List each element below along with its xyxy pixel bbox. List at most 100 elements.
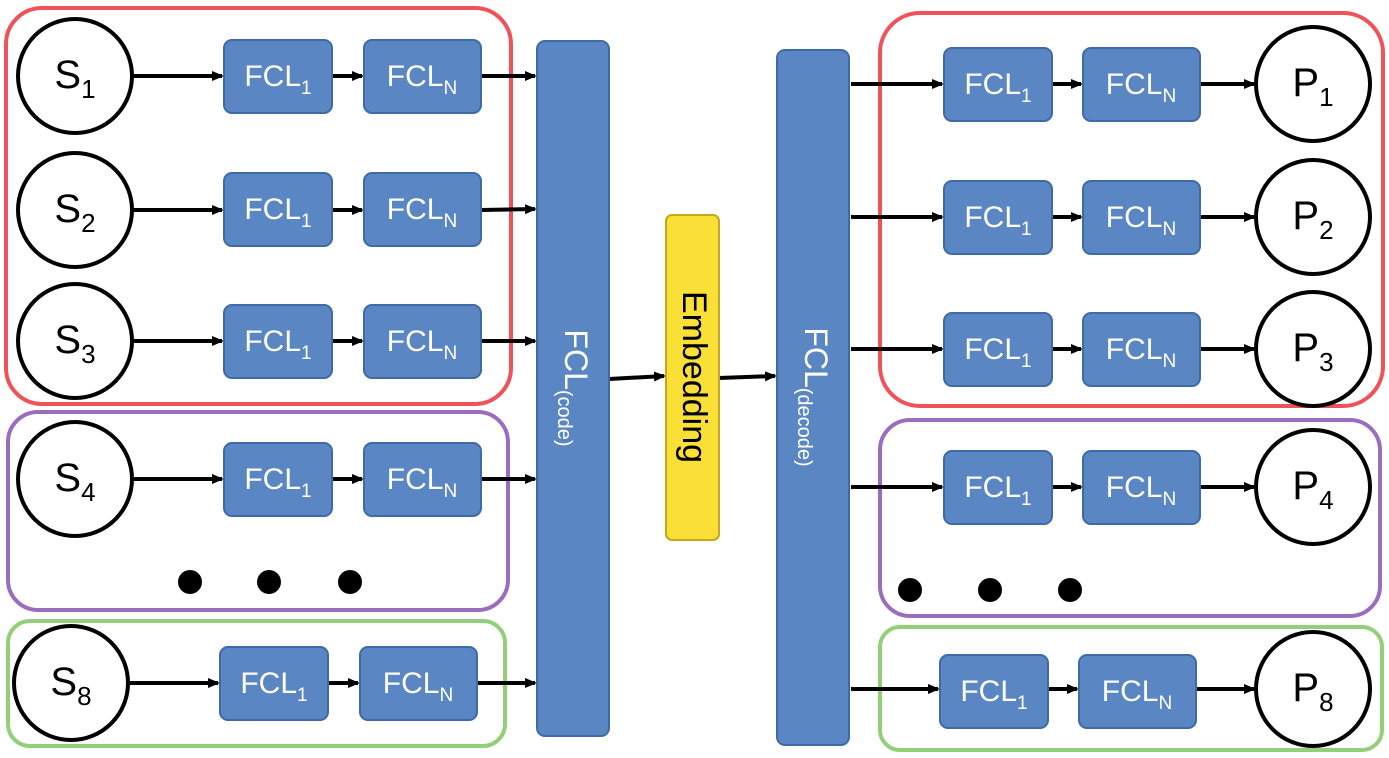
svg-text:FCLN: FCLN [1106, 333, 1176, 372]
svg-text:S1: S1 [54, 53, 95, 104]
svg-text:FCL(code): FCL(code) [553, 329, 594, 446]
output-letter: P [1292, 464, 1319, 508]
svg-text:P2: P2 [1292, 194, 1333, 245]
ellipsis-right [898, 578, 1082, 602]
svg-text:FCLN: FCLN [1106, 471, 1176, 510]
svg-text:FCL(decode): FCL(decode) [793, 327, 834, 466]
svg-text:FCL1: FCL1 [244, 193, 311, 232]
output-letter: P [1292, 194, 1319, 238]
svg-text:FCL1: FCL1 [240, 667, 307, 706]
fcl-last-block: FCLN [1078, 654, 1197, 729]
decoder-subscript: (decode) [793, 388, 815, 467]
output-node: P1 [1254, 25, 1372, 143]
connector-arrows [129, 71, 1256, 694]
output-subscript: 1 [1319, 82, 1333, 112]
group-outline-red-right [878, 11, 1385, 408]
embedding-block: Embedding [665, 214, 720, 541]
fcl-first-block: FCL1 [943, 47, 1053, 122]
input-letter: S [54, 456, 81, 500]
output-subscript: 2 [1319, 215, 1333, 245]
fcl-first-block: FCL1 [223, 304, 333, 379]
fcl-last-block: FCLN [363, 39, 482, 114]
embedding-label: Embedding [675, 291, 713, 463]
svg-text:P8: P8 [1292, 666, 1333, 717]
output-node: P4 [1254, 428, 1372, 546]
output-subscript: 3 [1319, 347, 1333, 377]
svg-text:FCLN: FCLN [387, 325, 457, 364]
svg-text:FCLN: FCLN [383, 667, 453, 706]
svg-text:P3: P3 [1292, 326, 1333, 377]
fcl-first-block: FCL1 [943, 312, 1053, 387]
fcl-last-block: FCLN [363, 304, 482, 379]
svg-text:FCL1: FCL1 [244, 325, 311, 364]
output-letter: P [1292, 666, 1319, 710]
decoder-label: FCL [798, 327, 834, 387]
connector-arrow [718, 371, 777, 382]
fcl-last-block: FCLN [1082, 450, 1201, 525]
svg-text:FCL1: FCL1 [964, 68, 1031, 107]
svg-text:S2: S2 [54, 187, 95, 238]
svg-text:FCL1: FCL1 [964, 471, 1031, 510]
svg-text:S8: S8 [50, 660, 91, 711]
output-node: P3 [1254, 290, 1372, 408]
output-subscript: 8 [1319, 687, 1333, 717]
svg-text:S4: S4 [54, 456, 95, 507]
svg-text:P4: P4 [1292, 464, 1333, 515]
fcl-first-block: FCL1 [223, 172, 333, 247]
svg-text:FCL1: FCL1 [964, 201, 1031, 240]
svg-text:FCL1: FCL1 [244, 60, 311, 99]
input-subscript: 4 [81, 477, 95, 507]
input-node: S1 [16, 17, 134, 135]
fcl-last-block: FCLN [359, 646, 478, 721]
fcl-first-block: FCL1 [223, 39, 333, 114]
input-subscript: 2 [81, 208, 95, 238]
fcl-first-block: FCL1 [943, 450, 1053, 525]
output-letter: P [1292, 61, 1319, 105]
input-node: S4 [16, 420, 134, 538]
input-letter: S [54, 187, 81, 231]
fcl-last-block: FCLN [363, 172, 482, 247]
encoder-subscript: (code) [553, 390, 575, 447]
svg-text:FCLN: FCLN [1106, 201, 1176, 240]
ellipsis-left [178, 570, 362, 594]
output-node: P8 [1254, 630, 1372, 748]
fcl-last-block: FCLN [1082, 312, 1201, 387]
input-node: S2 [16, 151, 134, 269]
svg-text:FCLN: FCLN [1102, 675, 1172, 714]
fcl-first-block: FCL1 [943, 180, 1053, 255]
input-subscript: 1 [81, 74, 95, 104]
input-node: S8 [12, 624, 130, 742]
svg-text:FCLN: FCLN [1106, 68, 1176, 107]
svg-text:FCL1: FCL1 [244, 463, 311, 502]
fcl-last-block: FCLN [1082, 180, 1201, 255]
input-letter: S [54, 53, 81, 97]
output-node: P2 [1254, 158, 1372, 276]
svg-text:FCLN: FCLN [387, 60, 457, 99]
fcl-last-block: FCLN [1082, 47, 1201, 122]
fcl-first-block: FCL1 [219, 646, 329, 721]
fcl-first-block: FCL1 [223, 442, 333, 517]
encoder-bar: FCL(code) [536, 40, 610, 737]
svg-text:FCL1: FCL1 [964, 333, 1031, 372]
output-subscript: 4 [1319, 485, 1333, 515]
svg-text:FCLN: FCLN [387, 463, 457, 502]
svg-text:S3: S3 [54, 318, 95, 369]
input-subscript: 8 [77, 681, 91, 711]
input-letter: S [50, 660, 77, 704]
connector-arrow [608, 371, 666, 382]
group-outline-red-left [4, 6, 513, 406]
svg-text:FCL1: FCL1 [960, 675, 1027, 714]
output-letter: P [1292, 326, 1319, 370]
input-letter: S [54, 318, 81, 362]
svg-text:FCLN: FCLN [387, 193, 457, 232]
group-outline-purple-right [878, 418, 1382, 618]
fcl-first-block: FCL1 [939, 654, 1049, 729]
group-outline-purple-left [6, 410, 510, 612]
encoder-label: FCL [558, 329, 594, 389]
decoder-bar: FCL(decode) [776, 49, 850, 746]
fcl-last-block: FCLN [363, 442, 482, 517]
svg-text:P1: P1 [1292, 61, 1333, 112]
input-node: S3 [16, 282, 134, 400]
input-subscript: 3 [81, 339, 95, 369]
